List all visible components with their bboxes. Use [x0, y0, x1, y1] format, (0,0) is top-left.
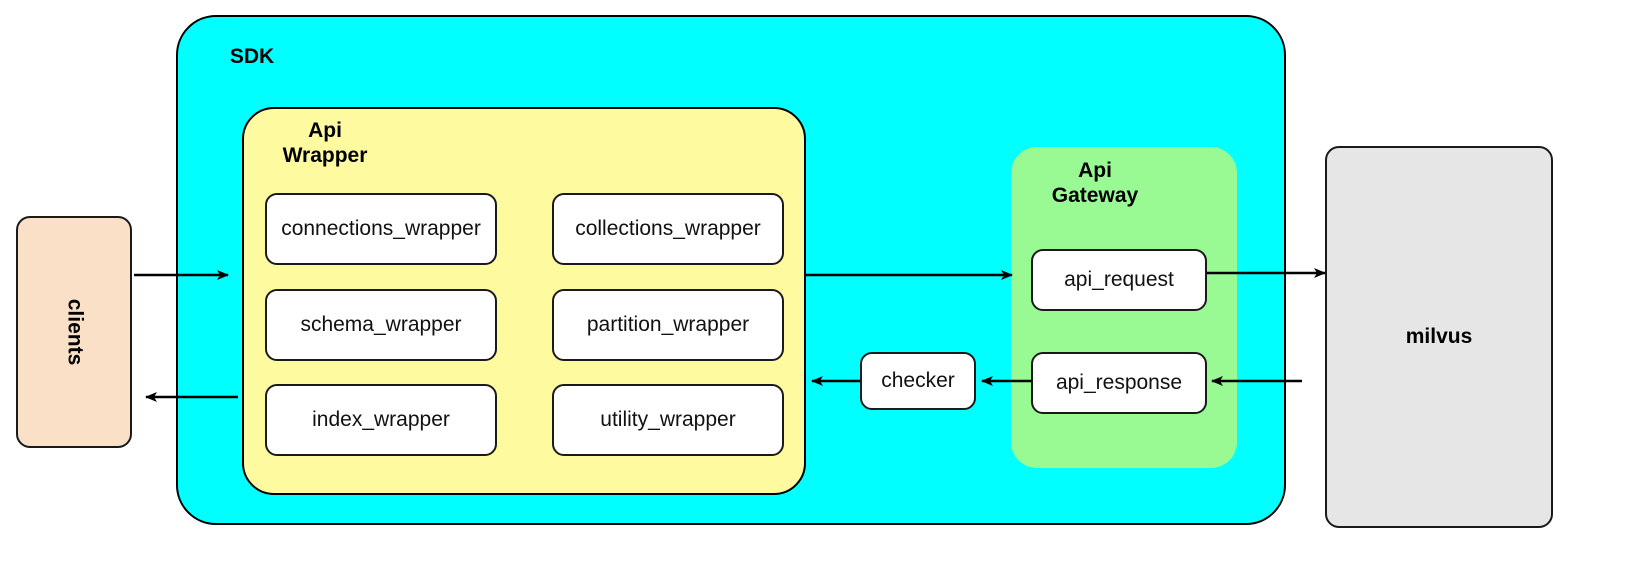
node-api-request[interactable]: api_request — [1031, 249, 1207, 311]
node-api-response-label: api_response — [1055, 371, 1183, 394]
node-api-response[interactable]: api_response — [1031, 352, 1207, 414]
node-milvus[interactable]: milvus — [1325, 146, 1553, 528]
node-connections-wrapper-label: connections_wrapper — [281, 217, 481, 240]
node-index-wrapper[interactable]: index_wrapper — [265, 384, 497, 456]
node-api-request-label: api_request — [1064, 268, 1174, 291]
node-partition-wrapper[interactable]: partition_wrapper — [552, 289, 784, 361]
node-utility-wrapper-label: utility_wrapper — [600, 408, 736, 431]
node-schema-wrapper[interactable]: schema_wrapper — [265, 289, 497, 361]
node-clients-label: clients — [63, 298, 86, 366]
node-utility-wrapper[interactable]: utility_wrapper — [552, 384, 784, 456]
node-collections-wrapper-label: collections_wrapper — [575, 217, 761, 240]
node-clients[interactable]: clients — [16, 216, 132, 448]
group-api-wrapper-label: Api Wrapper — [282, 119, 368, 167]
node-schema-wrapper-label: schema_wrapper — [300, 313, 462, 336]
group-sdk-label: SDK — [229, 45, 275, 68]
node-index-wrapper-label: index_wrapper — [312, 408, 450, 431]
node-checker[interactable]: checker — [860, 352, 976, 410]
node-milvus-label: milvus — [1405, 325, 1473, 348]
node-checker-label: checker — [881, 369, 955, 392]
node-partition-wrapper-label: partition_wrapper — [586, 313, 750, 336]
group-api-gateway-label: Api Gateway — [1051, 159, 1139, 207]
node-connections-wrapper[interactable]: connections_wrapper — [265, 193, 497, 265]
node-collections-wrapper[interactable]: collections_wrapper — [552, 193, 784, 265]
